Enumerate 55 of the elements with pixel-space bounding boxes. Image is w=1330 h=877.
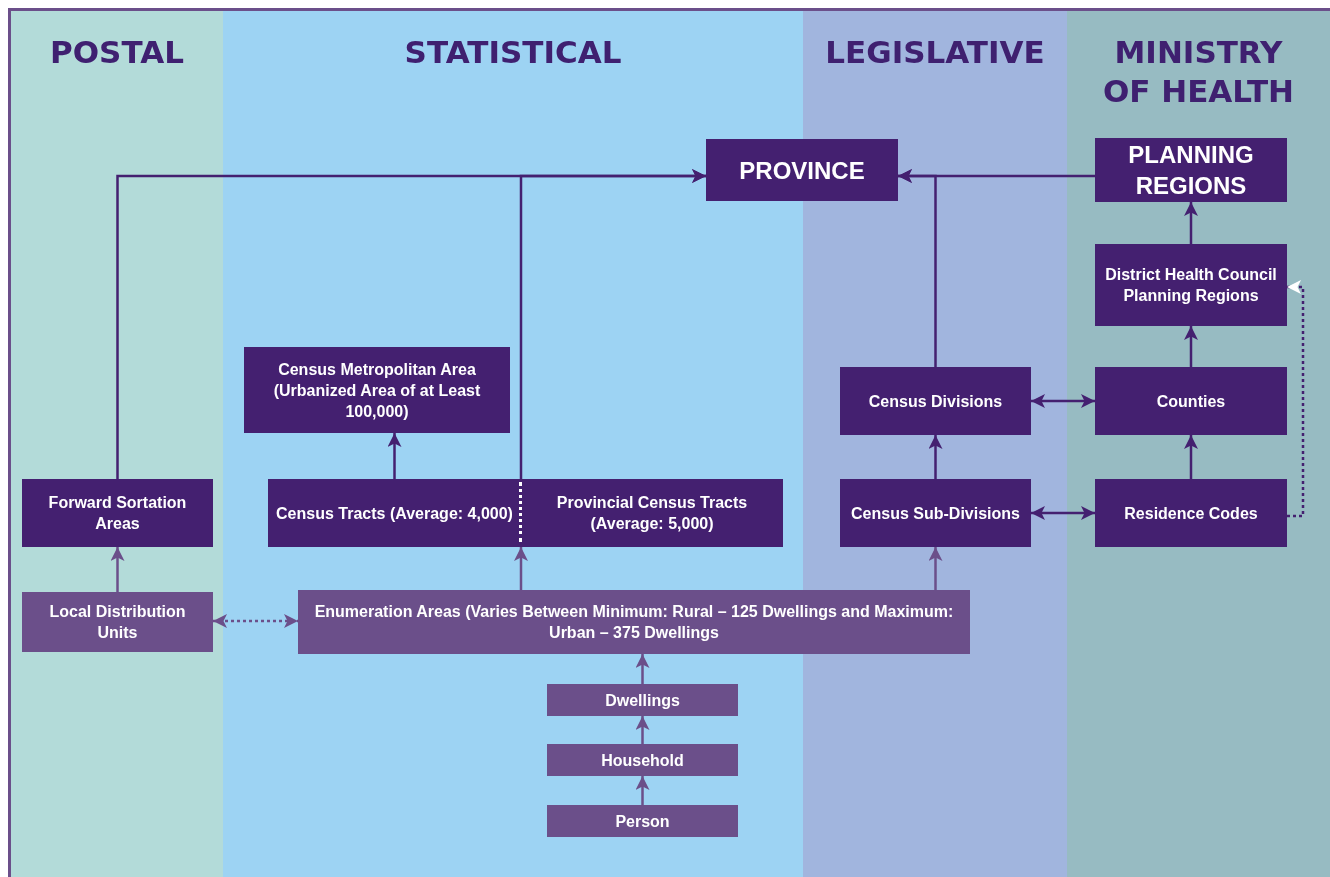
box-label: District Health Council Planning Regions [1104, 265, 1278, 306]
geography-box [1095, 138, 1287, 202]
geography-box [268, 479, 521, 547]
geography-box [840, 479, 1031, 547]
geography-box [521, 479, 783, 547]
box-label: Enumeration Areas (Varies Between Minimum: Rural – 125 Dwellings and Maximum: Urban – 375 Dwellings [313, 602, 955, 643]
box-label: PLANNING REGIONS [1127, 140, 1255, 201]
box-label: Person [615, 811, 670, 832]
box-label: Local Distribution Units [48, 602, 187, 643]
box-label: Household [601, 750, 684, 771]
box-label: Provincial Census Tracts (Average: 5,000) [555, 493, 749, 534]
column-band [11, 11, 223, 877]
geography-box [1095, 479, 1287, 547]
box-label: Residence Codes [1124, 503, 1258, 524]
connector-arrow [110, 547, 125, 592]
geography-box [1095, 367, 1287, 435]
connector-arrow [387, 433, 402, 479]
connector-arrow [1287, 280, 1305, 518]
geography-box [22, 479, 213, 547]
connector-arrow [1031, 394, 1095, 408]
box-label: Census Tracts (Average: 4,000) [276, 503, 513, 524]
box-label: Forward Sortation Areas [47, 493, 188, 534]
connector-arrow [514, 547, 528, 590]
column-band [1067, 11, 1330, 877]
box-label: Dwellings [605, 690, 680, 711]
connector-arrow [519, 169, 706, 479]
geography-box [547, 805, 738, 837]
geography-box [244, 347, 510, 433]
column-heading: POSTAL [49, 33, 185, 72]
connector-arrow [928, 547, 943, 590]
connector-arrow [1031, 506, 1095, 520]
connector-arrow [1184, 326, 1198, 367]
connector-arrow [1184, 202, 1198, 244]
box-label: Census Metropolitan Area (Urbanized Area of at Least 100,000) [272, 359, 482, 422]
geography-box [1095, 244, 1287, 326]
geography-box [547, 684, 738, 716]
connector-arrow [928, 435, 943, 479]
geography-box [298, 590, 970, 654]
connector-arrow [898, 169, 937, 367]
column-heading: MINISTRY OF HEALTH [1101, 33, 1296, 111]
connector-arrow [1184, 435, 1198, 479]
geography-box [547, 744, 738, 776]
connector-arrow [635, 654, 650, 684]
geography-box [706, 139, 898, 201]
connector-arrow [635, 776, 650, 805]
box-label: Counties [1156, 391, 1226, 412]
box-label: Census Divisions [868, 391, 1003, 412]
connector-arrow [213, 614, 298, 628]
connector-arrow [635, 716, 650, 744]
box-label: Census Sub-Divisions [851, 503, 1020, 524]
geography-box [22, 592, 213, 652]
column-heading: LEGISLATIVE [824, 33, 1046, 72]
geography-box [840, 367, 1031, 435]
box-label: PROVINCE [739, 155, 865, 186]
column-heading: STATISTICAL [403, 33, 623, 72]
